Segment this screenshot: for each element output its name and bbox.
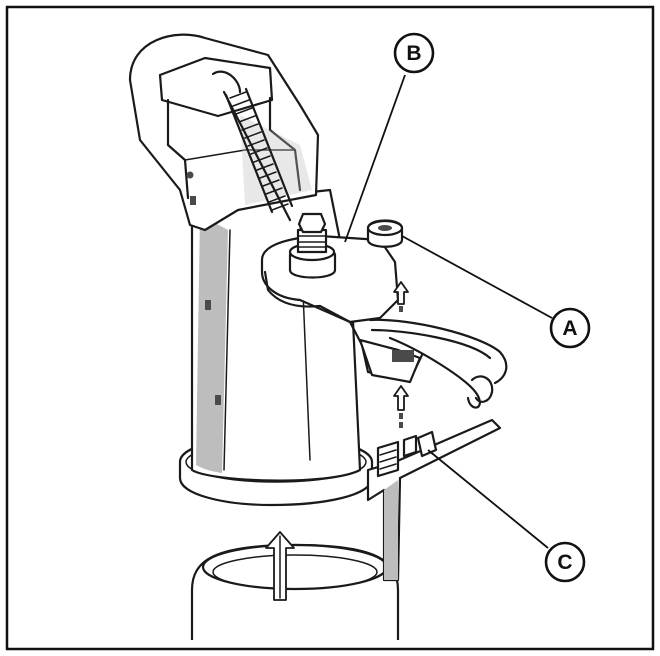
lower-housing — [190, 543, 400, 640]
direction-arrow-2 — [393, 385, 409, 428]
nut-a — [366, 219, 404, 248]
callout-a: A — [549, 307, 591, 349]
callout-a-label: A — [562, 317, 577, 340]
bolt-assembly — [288, 212, 337, 279]
leader-line-b — [344, 74, 406, 243]
lever-c — [366, 418, 502, 582]
callout-c-label: C — [557, 551, 572, 574]
tension-spring — [211, 70, 294, 222]
main-column — [190, 188, 362, 482]
direction-arrow-3 — [265, 531, 295, 601]
callout-b-label: B — [406, 42, 421, 65]
cable-loop — [368, 318, 508, 409]
callout-b: B — [393, 32, 435, 74]
leader-line-a — [401, 235, 553, 319]
illustration-frame — [5, 5, 655, 651]
direction-arrow-1 — [393, 281, 409, 312]
leader-line-c — [427, 449, 549, 549]
callout-c: C — [544, 541, 586, 583]
